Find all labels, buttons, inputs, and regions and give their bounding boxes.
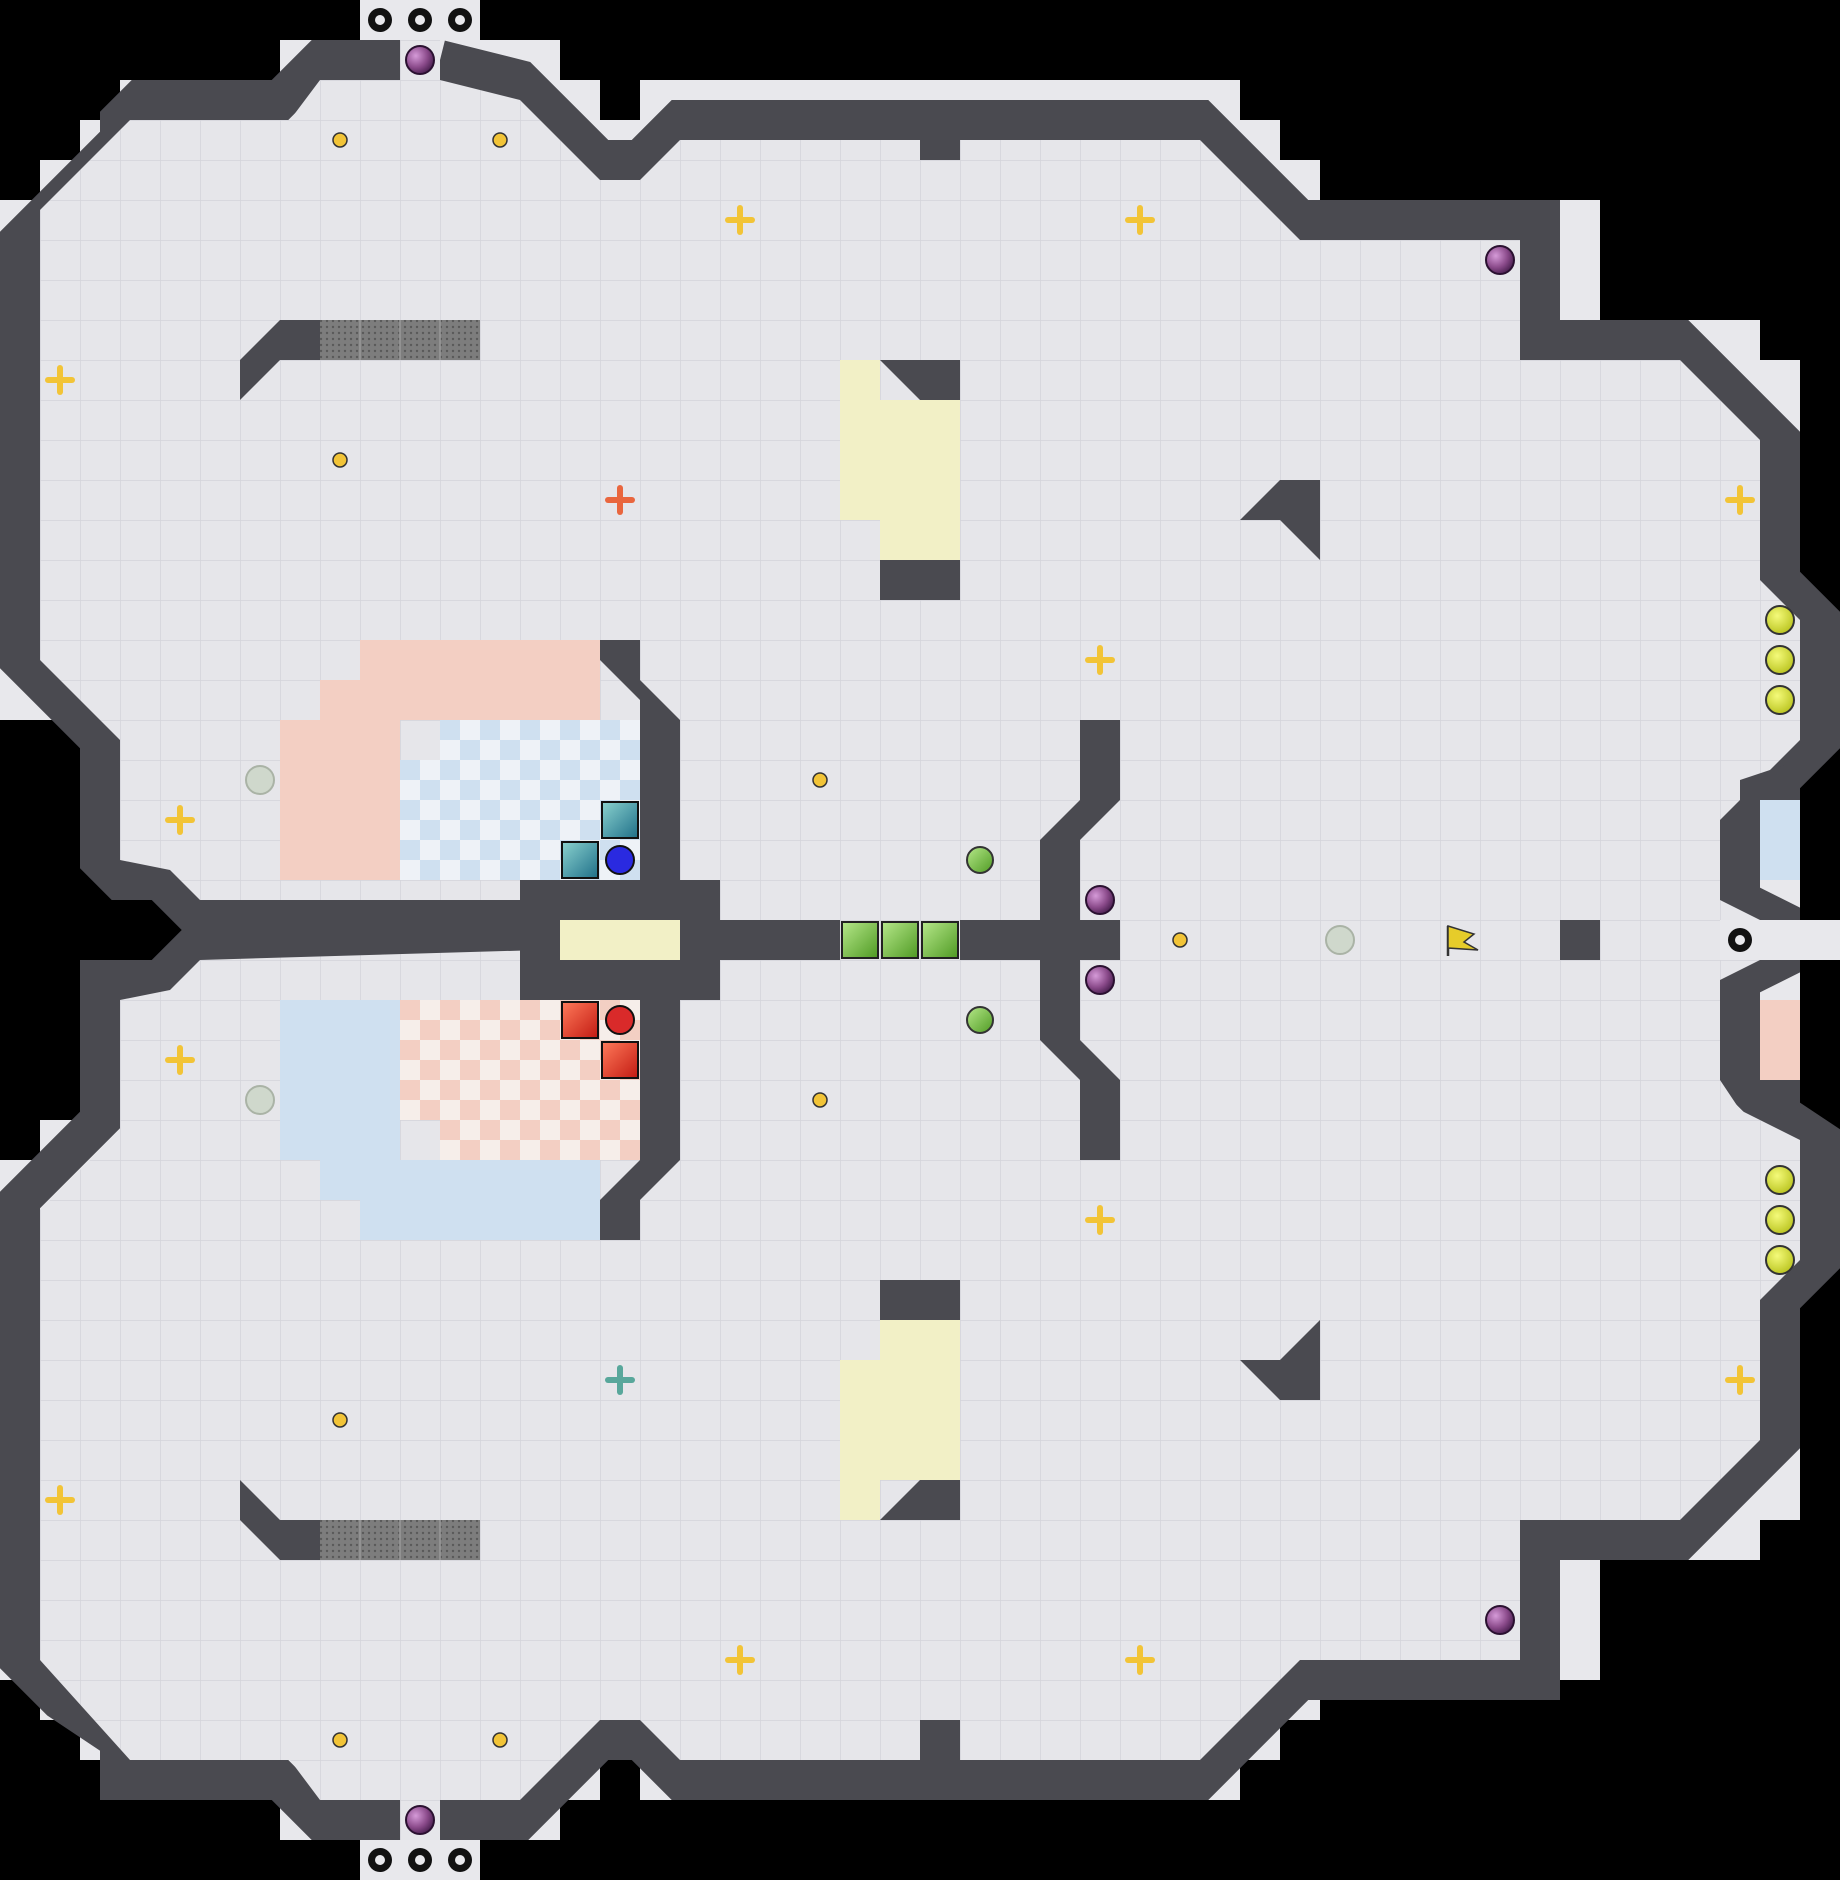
bomb-icons — [405, 45, 1515, 1835]
button-icons — [966, 846, 994, 1034]
base-walls — [600, 640, 680, 1240]
powerup-icon — [1765, 605, 1795, 635]
bomb-icon — [405, 1805, 435, 1835]
small-dots — [332, 132, 1188, 1748]
powerup-icons — [1765, 605, 1795, 1275]
boost-icon — [1125, 1645, 1155, 1675]
button-icon — [966, 846, 994, 874]
bomb-icon — [405, 45, 435, 75]
boost-icon — [45, 365, 75, 395]
dot-icon — [332, 452, 348, 468]
boost-icon — [605, 485, 635, 515]
portal-icon — [1325, 925, 1355, 955]
spike-icon — [448, 8, 472, 32]
boost-icon — [1085, 1205, 1115, 1235]
boost-icons — [45, 205, 1755, 1675]
powerup-icon — [1765, 645, 1795, 675]
spike-icon — [408, 1848, 432, 1872]
dot-icon — [332, 1732, 348, 1748]
blue-flag-blocks — [561, 801, 639, 879]
boost-icon — [725, 1645, 755, 1675]
dot-icon — [492, 1732, 508, 1748]
boost-icon — [165, 805, 195, 835]
yellow-zones — [560, 360, 960, 1520]
bomb-icon — [1085, 965, 1115, 995]
blue-ball — [605, 845, 635, 875]
boost-icon — [605, 1365, 635, 1395]
boost-icon — [165, 1045, 195, 1075]
yellow-zone-walls — [880, 360, 960, 1520]
blue-team-zone — [280, 1000, 640, 1240]
bomb-icon — [1485, 1605, 1515, 1635]
dot-icon — [332, 132, 348, 148]
powerup-icon — [1765, 1205, 1795, 1235]
spike-icon — [1728, 928, 1752, 952]
powerup-icon — [1765, 685, 1795, 715]
portal-icon — [245, 1085, 275, 1115]
button-icon — [966, 1006, 994, 1034]
dot-icon — [1172, 932, 1188, 948]
interior-walls — [240, 120, 1600, 1760]
powerup-icon — [1765, 1165, 1795, 1195]
flag-icon — [1446, 924, 1479, 956]
bomb-icon — [1085, 885, 1115, 915]
spike-icon — [368, 8, 392, 32]
portal-icon — [245, 765, 275, 795]
spike-icon — [448, 1848, 472, 1872]
boost-icon — [725, 205, 755, 235]
dot-icon — [812, 772, 828, 788]
dot-icon — [812, 1092, 828, 1108]
dot-icon — [332, 1412, 348, 1428]
portal-icons — [245, 765, 1355, 1115]
powerup-icon — [1765, 1245, 1795, 1275]
spike-icons — [368, 8, 1752, 1872]
boost-icon — [1725, 1365, 1755, 1395]
boost-icon — [1125, 205, 1155, 235]
speed-pads — [320, 320, 480, 1560]
spike-icon — [408, 8, 432, 32]
boost-icon — [1085, 645, 1115, 675]
red-team-zone — [280, 640, 640, 880]
red-ball — [605, 1005, 635, 1035]
dot-icon — [492, 132, 508, 148]
bomb-icon — [1485, 245, 1515, 275]
boost-icon — [45, 1485, 75, 1515]
right-side-pockets — [1720, 760, 1840, 1120]
boost-icon — [1725, 485, 1755, 515]
green-gate — [841, 921, 959, 959]
red-flag-blocks — [561, 1001, 639, 1079]
spike-icon — [368, 1848, 392, 1872]
